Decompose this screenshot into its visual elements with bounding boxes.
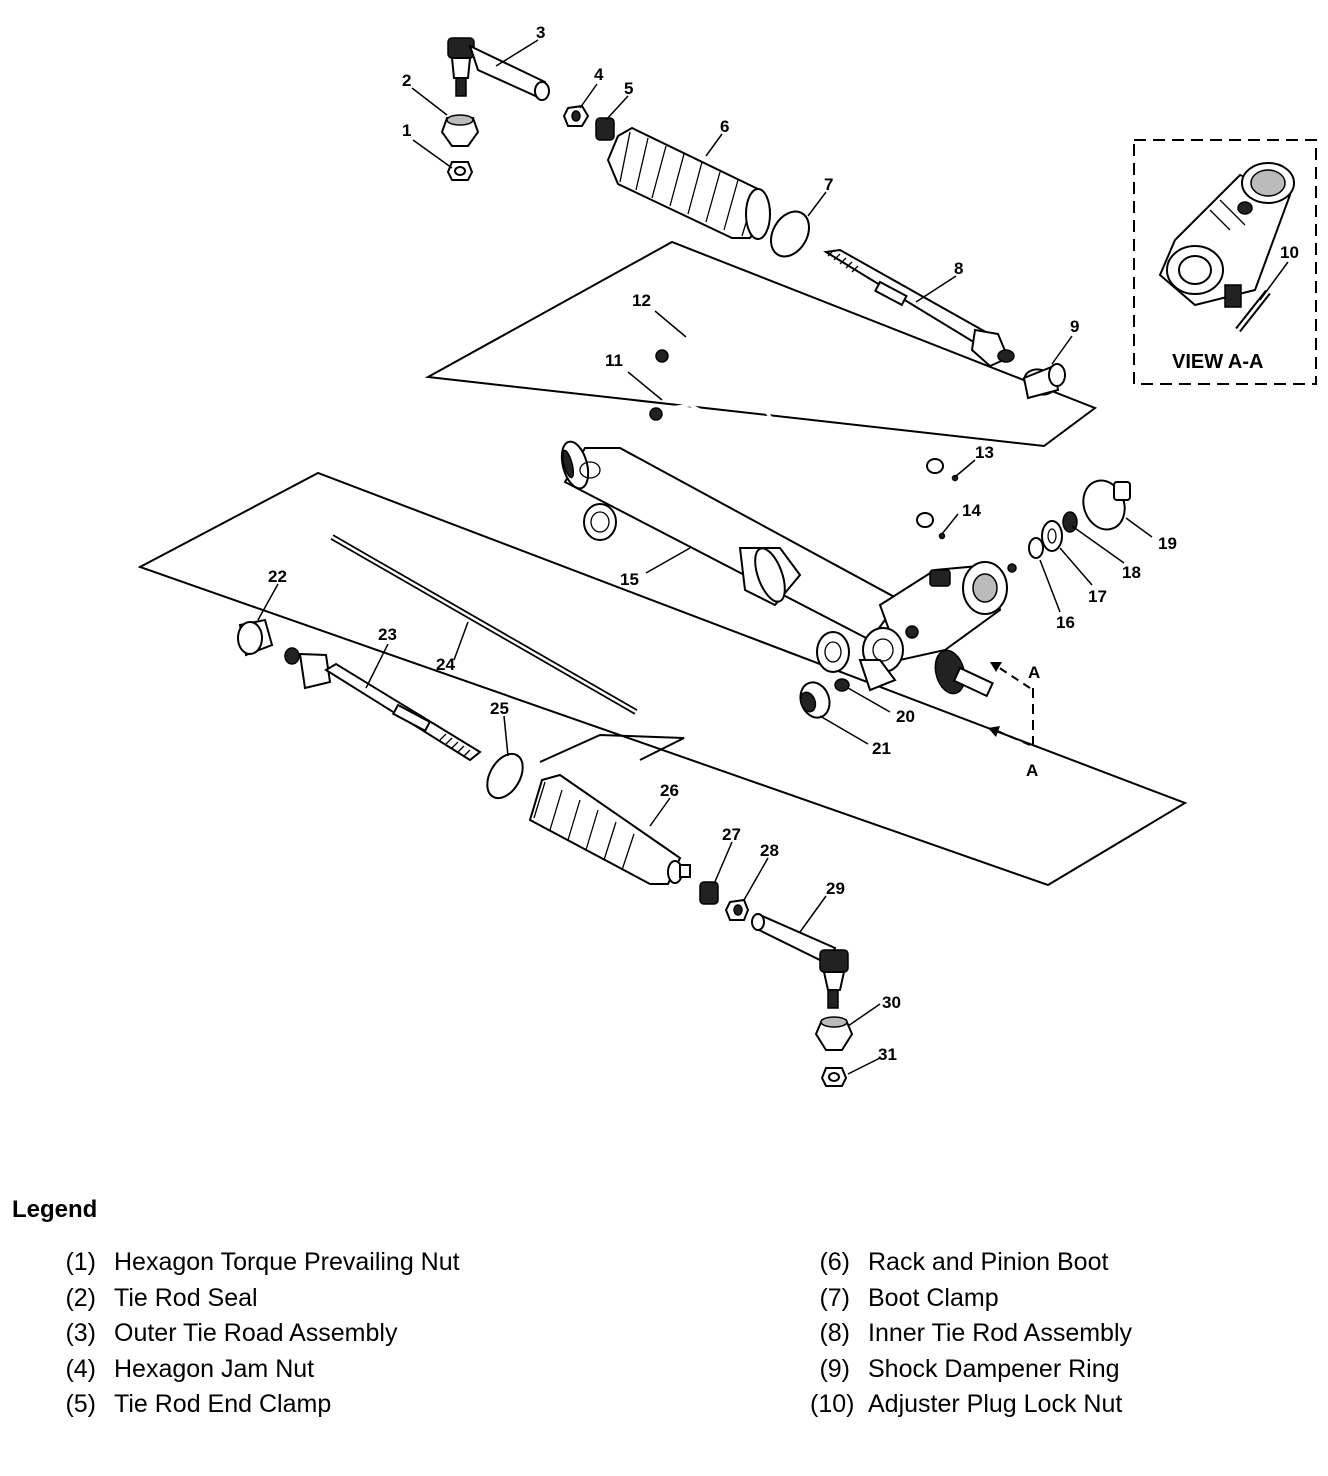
callout-27: 27	[722, 825, 741, 844]
legend-number: (7)	[819, 1283, 850, 1312]
callout-1: 1	[402, 121, 411, 140]
legend-number: (6)	[819, 1248, 850, 1276]
callout-17: 17	[1088, 587, 1107, 606]
outer-tie-rod-upper	[440, 37, 550, 181]
view-a-a-box	[1133, 139, 1317, 385]
adjuster-lock-nut-part-inner	[1236, 291, 1270, 331]
legend-number: (5)	[65, 1390, 96, 1418]
callout-24: 24	[436, 655, 455, 674]
legend-label: Rack and Pinion Boot	[868, 1248, 1109, 1276]
adjuster-housing-drawing	[1158, 162, 1295, 308]
legend-number: (9)	[819, 1354, 850, 1383]
view-a-a-label: VIEW A-A	[1172, 351, 1263, 373]
exploded-steering-gear-diagram: A A 1 2 3	[137, 23, 1317, 1087]
callout-22: 22	[268, 567, 287, 586]
legend-left-column: (1) Hexagon Torque Prevailing Nut (2) Tie …	[60, 1245, 460, 1423]
legend-label: Tie Rod End Clamp	[114, 1390, 332, 1418]
leader-lines	[257, 39, 1289, 1075]
upper-assembly-outline	[424, 240, 1098, 448]
legend-label: Inner Tie Rod Assembly	[868, 1319, 1133, 1347]
callout-3: 3	[536, 23, 545, 42]
shock-dampener-ring-lower	[237, 618, 274, 657]
legend-label: Tie Rod Seal	[114, 1283, 258, 1312]
legend-item: (5) Tie Rod End Clamp	[60, 1387, 460, 1423]
callout-26: 26	[660, 781, 679, 800]
legend-number: (2)	[65, 1283, 96, 1312]
callout-13: 13	[975, 443, 994, 462]
fluid-pipes	[649, 348, 959, 540]
callout-10: 10	[1280, 243, 1299, 262]
callout-6: 6	[720, 117, 729, 136]
legend-item: (6) Rack and Pinion Boot	[810, 1245, 1132, 1281]
callout-11: 11	[605, 351, 623, 370]
legend-label: Hexagon Jam Nut	[114, 1354, 315, 1383]
callout-18: 18	[1122, 563, 1141, 582]
rod-bracket-outline	[539, 733, 685, 763]
callout-20: 20	[896, 707, 915, 726]
legend-item: (3) Outer Tie Road Assembly	[60, 1316, 460, 1352]
pinion-plug-parts	[799, 678, 850, 719]
inner-tie-rod-upper	[823, 248, 1015, 368]
callout-29: 29	[826, 879, 845, 898]
legend-label: Outer Tie Road Assembly	[114, 1319, 398, 1347]
rack-rod	[330, 534, 638, 715]
rack-and-pinion-boot-upper	[606, 126, 772, 240]
callout-28: 28	[760, 841, 779, 860]
outer-tie-rod-lower	[751, 913, 854, 1087]
legend-title: Legend	[12, 1196, 98, 1223]
callout-2: 2	[402, 71, 411, 90]
boot-clamp-upper	[770, 210, 810, 258]
callout-21: 21	[872, 739, 891, 758]
legend-item: (2) Tie Rod Seal	[60, 1281, 460, 1317]
legend-item: (1) Hexagon Torque Prevailing Nut	[60, 1245, 460, 1281]
callout-7: 7	[824, 175, 833, 194]
legend-item: (8) Inner Tie Rod Assembly	[810, 1316, 1132, 1352]
boot-clamp-lower	[486, 752, 524, 800]
legend-label: Hexagon Torque Prevailing Nut	[114, 1248, 460, 1276]
legend-label: Boot Clamp	[868, 1283, 999, 1312]
section-letter-top: A	[1028, 663, 1040, 682]
legend-item: (10) Adjuster Plug Lock Nut	[810, 1387, 1132, 1423]
callout-8: 8	[954, 259, 963, 278]
callout-25: 25	[490, 699, 509, 718]
shock-dampener-ring-upper	[1022, 363, 1066, 400]
legend-label: Adjuster Plug Lock Nut	[868, 1390, 1123, 1418]
section-letter-bottom: A	[1026, 761, 1038, 780]
legend-item: (4) Hexagon Jam Nut	[60, 1352, 460, 1388]
callout-9: 9	[1070, 317, 1079, 336]
callout-31: 31	[878, 1045, 897, 1064]
legend-item: (7) Boot Clamp	[810, 1281, 1132, 1317]
adjuster-parts	[1028, 479, 1131, 559]
legend-number: (8)	[819, 1319, 850, 1347]
lower-assembly-outline	[137, 471, 1188, 887]
callout-numbers: 1 2 3 4 5 6 7 8 9 10 11 12 13 14 15 16 1…	[268, 23, 1299, 1064]
callout-16: 16	[1056, 613, 1075, 632]
legend-number: (3)	[65, 1319, 96, 1347]
callout-14: 14	[962, 501, 981, 520]
legend-item: (9) Shock Dampener Ring	[810, 1352, 1132, 1388]
inner-tie-rod-lower	[284, 647, 482, 762]
callout-23: 23	[378, 625, 397, 644]
legend-label: Shock Dampener Ring	[868, 1354, 1120, 1383]
jam-nut-and-clamp-lower	[699, 881, 750, 921]
rack-and-pinion-boot-lower	[528, 773, 691, 885]
legend-number: (4)	[65, 1354, 96, 1383]
section-a-markers: A A	[988, 662, 1040, 780]
callout-19: 19	[1158, 534, 1177, 553]
jam-nut-and-clamp-upper	[562, 104, 615, 141]
callout-4: 4	[594, 65, 604, 84]
callout-30: 30	[882, 993, 901, 1012]
legend-number: (10)	[810, 1390, 855, 1418]
callout-15: 15	[620, 570, 639, 589]
rack-and-pinion-gear-housing	[560, 440, 1017, 698]
legend-right-column: (6) Rack and Pinion Boot (7) Boot Clamp (8…	[810, 1245, 1132, 1423]
legend-number: (1)	[65, 1248, 96, 1276]
callout-5: 5	[624, 79, 633, 98]
callout-12: 12	[632, 291, 651, 310]
